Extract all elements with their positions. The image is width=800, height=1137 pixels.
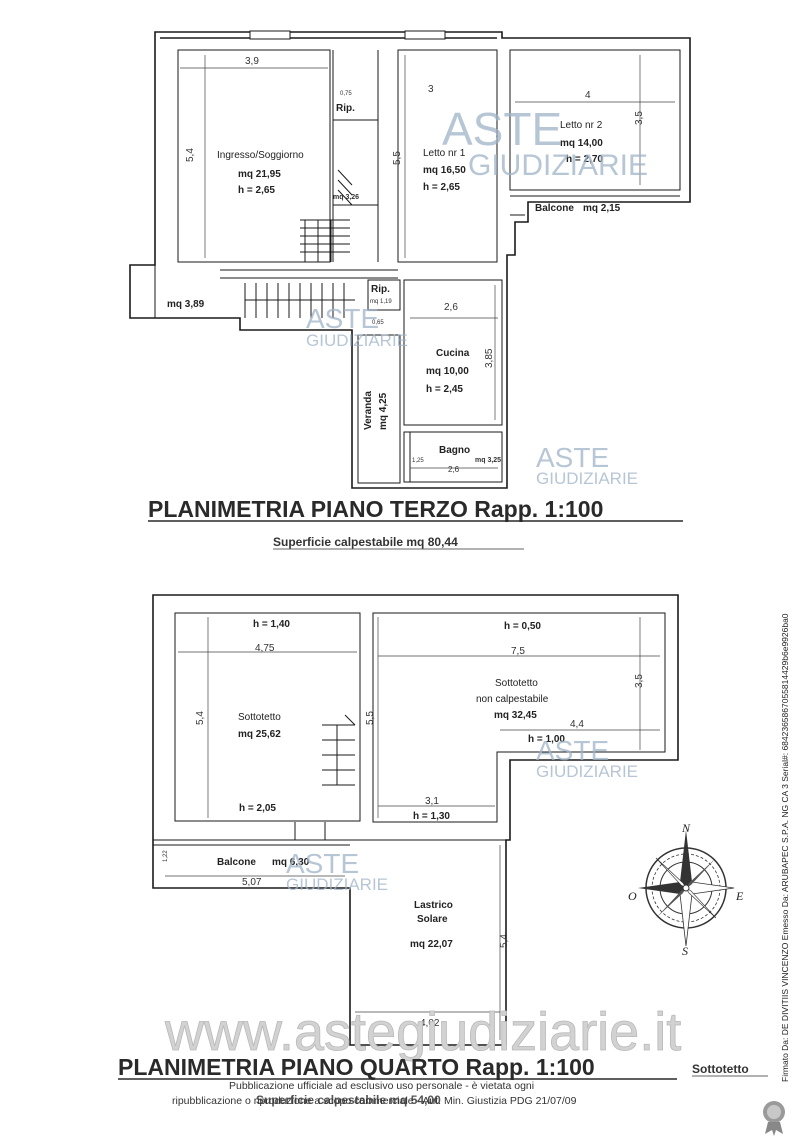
- stair-upper: [300, 169, 353, 262]
- rip2-width: 0,65: [372, 320, 384, 326]
- veranda-area: mq 4,25: [378, 392, 389, 430]
- balcone4-area: mq 6,30: [272, 857, 310, 868]
- attic-nc-depth: 5,5: [365, 711, 376, 725]
- watermark-giudiziarie-4: GIUDIZIARIE: [536, 762, 638, 781]
- website-watermark: www.astegiudiziarie.it: [164, 1002, 681, 1062]
- cucina-name: Cucina: [436, 348, 470, 359]
- rip2-area: mq 1,19: [370, 299, 392, 305]
- digital-signature: Firmato Da: DE DIVITIIS VINCENZO Emesso …: [780, 613, 790, 1082]
- balcone4-name: Balcone: [217, 857, 256, 868]
- ingresso-width: 3,9: [245, 56, 259, 67]
- fourth-floor-surface: Superficie calpestabile mq 54,00: [256, 1093, 441, 1107]
- lastrico-depth: 5,4: [499, 934, 510, 948]
- watermark-aste-3: ASTE: [536, 442, 609, 473]
- compass-rose-icon: [638, 830, 735, 947]
- lastrico-width: 4,02: [420, 1018, 440, 1029]
- watermark-aste-5: ASTE: [286, 848, 359, 879]
- letto1-height: h = 2,65: [423, 182, 460, 193]
- landing-area: mq 3,89: [167, 299, 205, 310]
- fourth-floor-title: PLANIMETRIA PIANO QUARTO Rapp. 1:100: [118, 1054, 595, 1080]
- attic-nc-h-top: h = 0,50: [504, 621, 541, 632]
- bagno-name: Bagno: [439, 445, 470, 456]
- attic-nc-name2: non calpestabile: [476, 694, 549, 705]
- watermark: ASTE GIUDIZIARIE ASTE GIUDIZIARIE ASTE G…: [286, 103, 648, 894]
- watermark-giudiziarie-5: GIUDIZIARIE: [286, 875, 388, 894]
- bagno-depth: 1,25: [412, 458, 424, 464]
- watermark-aste-1: ASTE: [442, 103, 562, 155]
- ingresso-height: h = 2,65: [238, 185, 275, 196]
- footer-line1: Pubblicazione ufficiale ad esclusivo uso…: [229, 1080, 534, 1092]
- letto1-name: Letto nr 1: [423, 148, 466, 159]
- attic-nc-name1: Sottotetto: [495, 678, 538, 689]
- attic-h-bottom: h = 2,05: [239, 803, 276, 814]
- letto2-area: mq 14,00: [560, 138, 603, 149]
- compass-o: O: [628, 889, 637, 903]
- balcone4-small: 1,22: [163, 850, 169, 862]
- third-floor-title: PLANIMETRIA PIANO TERZO Rapp. 1:100: [148, 496, 603, 522]
- cucina-depth: 3,85: [484, 348, 495, 368]
- attic-nc-area: mq 32,45: [494, 710, 537, 721]
- watermark-giudiziarie-1: GIUDIZIARIE: [468, 149, 648, 182]
- stair-lower: [244, 283, 355, 318]
- compass-s: S: [682, 944, 688, 958]
- cucina-width: 2,6: [444, 302, 458, 313]
- rip2-name: Rip.: [371, 284, 390, 295]
- letto2-name: Letto nr 2: [560, 120, 603, 131]
- attic-nc-width: 7,5: [511, 646, 525, 657]
- ingresso-depth: 5,4: [185, 148, 196, 162]
- footer-line2: ripubblicazione o riproduzione a scopo c…: [172, 1095, 577, 1107]
- ingresso-area: mq 21,95: [238, 169, 281, 180]
- attic-name: Sottotetto: [238, 712, 281, 723]
- cucina-height: h = 2,45: [426, 384, 463, 395]
- lastrico-area: mq 22,07: [410, 939, 453, 950]
- attic-nc-h-mid: h = 1,00: [528, 734, 565, 745]
- veranda-name: Veranda: [363, 391, 374, 430]
- bagno-area: mq 3,25: [475, 457, 501, 464]
- cucina-area: mq 10,00: [426, 366, 469, 377]
- watermark-giudiziarie-3: GIUDIZIARIE: [536, 469, 638, 488]
- attic-area: mq 25,62: [238, 729, 281, 740]
- attic-nc-h-bottom: h = 1,30: [413, 811, 450, 822]
- compass-e: E: [735, 889, 744, 903]
- attic-h-top: h = 1,40: [253, 619, 290, 630]
- rip1-name: Rip.: [336, 103, 355, 114]
- fourth-floor-plan: h = 1,40 4,75 5,4 Sottotetto mq 25,62 h …: [152, 594, 679, 1046]
- attic-width: 4,75: [255, 643, 275, 654]
- letto2-depth: 3,5: [634, 111, 645, 125]
- compass-n: N: [681, 821, 691, 835]
- attic-nc-right-width: 4,4: [570, 719, 584, 730]
- watermark-aste-2: ASTE: [306, 303, 379, 334]
- balcone3-area: mq 2,15: [583, 203, 621, 214]
- watermark-aste-4: ASTE: [536, 735, 609, 766]
- bagno-width: 2,6: [448, 465, 460, 474]
- rip1-area: mq 3,26: [333, 194, 359, 201]
- letto1-depth: 5,5: [392, 151, 403, 165]
- rip1-width: 0,75: [340, 91, 352, 97]
- sottotetto-tag: Sottotetto: [692, 1062, 749, 1076]
- stair-attic: [322, 714, 356, 786]
- seal-icon: [763, 1101, 785, 1136]
- letto2-width: 4: [585, 90, 591, 101]
- attic-depth: 5,4: [195, 711, 206, 725]
- watermark-giudiziarie-2: GIUDIZIARIE: [306, 331, 408, 350]
- letto1-width: 3: [428, 84, 434, 95]
- lastrico-name1: Lastrico: [414, 900, 453, 911]
- lastrico-name2: Solare: [417, 914, 448, 925]
- attic-nc-right-depth: 3,5: [634, 674, 645, 688]
- letto1-area: mq 16,50: [423, 165, 466, 176]
- attic-nc-bottom-width: 3,1: [425, 796, 439, 807]
- balcone4-width: 5,07: [242, 877, 262, 888]
- ingresso-name: Ingresso/Soggiorno: [217, 150, 304, 161]
- balcone3-name: Balcone: [535, 203, 574, 214]
- letto2-height: h = 2,70: [566, 154, 603, 165]
- third-floor-surface: Superficie calpestabile mq 80,44: [273, 535, 458, 549]
- third-floor-plan: 3,9 5,4 Ingresso/Soggiorno mq 21,95 h = …: [129, 30, 691, 550]
